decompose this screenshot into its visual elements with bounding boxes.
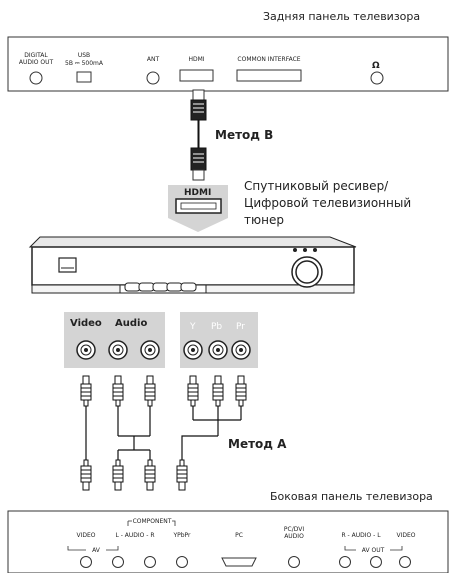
av-label: AV	[86, 547, 106, 554]
pr-label: Pr	[236, 322, 245, 332]
usb-label: USB	[77, 52, 91, 59]
video-label: Video	[70, 318, 102, 329]
component-cables	[176, 375, 247, 491]
headphone-port	[370, 71, 384, 85]
common-interface-label: COMMON INTERFACE	[237, 56, 301, 63]
component-label: COMPONENT	[132, 518, 172, 525]
side-panel-ports	[80, 556, 411, 568]
pb-label: Pb	[211, 322, 223, 332]
av-cables	[80, 375, 156, 491]
audio-rl-label: R - AUDIO - L	[341, 532, 381, 539]
method-a-label: Метод A	[228, 437, 287, 451]
hdmi-label: HDMI	[188, 56, 205, 63]
av-out-label: AV OUT	[356, 547, 390, 554]
pc-dvi-audio-label: PC/DVI AUDIO	[283, 526, 305, 540]
video2-port-label: VIDEO	[396, 532, 416, 539]
headphone-icon: Ω	[372, 61, 380, 71]
method-b-label: Метод B	[215, 128, 274, 142]
digital-audio-out-port	[29, 71, 43, 85]
ant-port	[146, 71, 160, 85]
hdmi-cable	[190, 89, 207, 181]
back-panel-title: Задняя панель телевизора	[263, 10, 421, 23]
pc-label: PC	[235, 532, 243, 539]
receiver-box	[28, 236, 357, 294]
hdmi-port	[179, 69, 214, 82]
video-port-label: VIDEO	[76, 532, 96, 539]
receiver-hdmi-socket	[168, 185, 228, 232]
y-label: Y	[190, 322, 196, 332]
ant-label: ANT	[146, 56, 160, 63]
side-panel-title: Боковая панель телевизора	[270, 490, 433, 503]
ypbpr-label: YPbPr	[173, 532, 191, 539]
audio-lr-label: L - AUDIO - R	[115, 532, 155, 539]
common-interface-port	[236, 69, 302, 82]
usb-port	[76, 71, 92, 83]
usb-spec-label: 5В ⎓ 500mA	[65, 60, 103, 67]
receiver-description: Спутниковый ресивер/ Цифровой телевизион…	[244, 179, 412, 227]
receiver-hdmi-label: HDMI	[184, 188, 212, 198]
receiver-rca-jacks	[76, 340, 251, 360]
audio-label: Audio	[115, 318, 148, 329]
digital-audio-out-label: DIGITAL AUDIO OUT	[18, 52, 54, 66]
